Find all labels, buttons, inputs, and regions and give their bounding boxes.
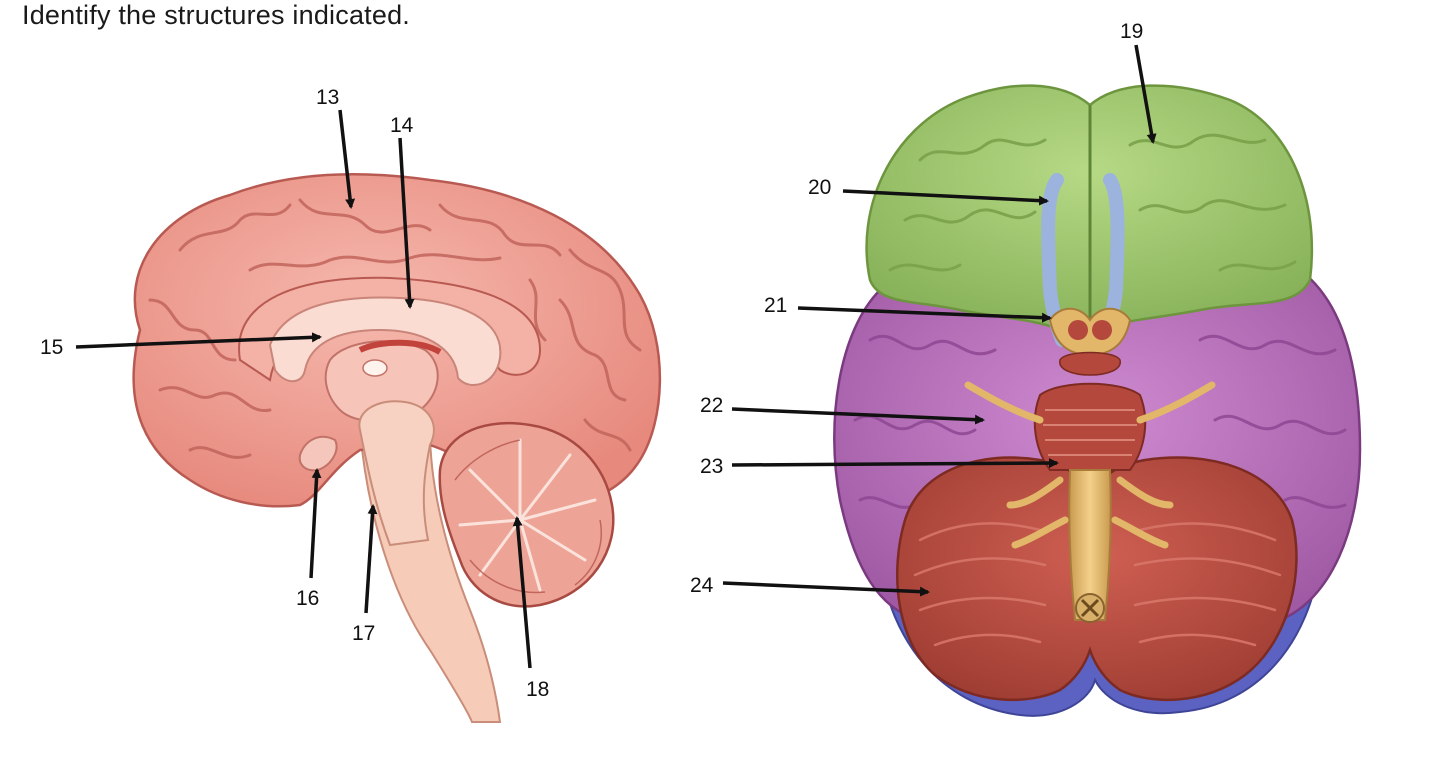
inferior-brain [833, 84, 1362, 717]
pointer-arrows [75, 44, 1157, 669]
arrow-13 [338, 109, 356, 209]
arrow-20 [842, 189, 1049, 206]
arrow-23 [731, 458, 1059, 469]
sagittal-cerebellum [438, 421, 615, 608]
label-16: 16 [296, 587, 319, 610]
arrow-16 [309, 468, 322, 579]
label-20: 20 [808, 176, 831, 199]
label-18: 18 [526, 678, 549, 701]
label-17: 17 [352, 622, 375, 645]
label-15: 15 [40, 336, 63, 359]
inferior-brainstem [964, 307, 1216, 623]
arrow-18 [512, 516, 532, 669]
arrow-19 [1134, 44, 1157, 144]
arrow-14 [398, 137, 415, 309]
label-19: 19 [1120, 20, 1143, 43]
arrow-17 [364, 504, 378, 614]
label-13: 13 [316, 86, 339, 109]
label-24: 24 [690, 574, 714, 597]
arrow-21 [797, 306, 1052, 323]
arrow-22 [731, 407, 985, 425]
question-prompt: Identify the structures indicated. [22, 0, 411, 30]
label-14: 14 [390, 114, 414, 137]
label-21: 21 [764, 294, 787, 317]
sagittal-brain [132, 173, 662, 723]
arrow-15 [75, 332, 322, 349]
structure-labels: 13 14 15 16 17 18 19 20 21 22 23 24 [40, 20, 1143, 701]
arrow-24 [722, 581, 930, 597]
label-22: 22 [700, 394, 723, 417]
label-23: 23 [700, 455, 723, 478]
